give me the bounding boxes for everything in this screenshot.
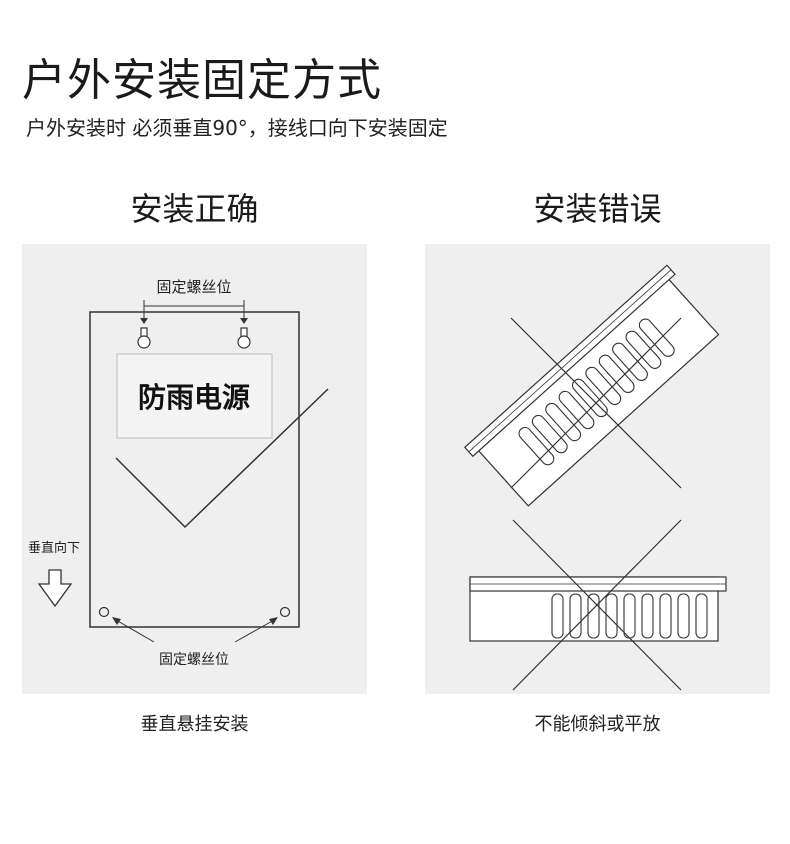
vertical-down-label: 垂直向下 (28, 540, 80, 556)
correct-heading: 安装正确 (130, 190, 259, 228)
top-arrowhead-left (140, 318, 148, 324)
bottom-pointer-left (115, 619, 155, 643)
page-subtitle: 户外安装时 必须垂直90°，接线口向下安装固定 (26, 116, 448, 140)
wrong-heading: 安装错误 (533, 190, 662, 228)
correct-installation-panel: 固定螺丝位 防雨电源 垂直向下 固 (22, 244, 367, 694)
tilted-vent-slots (518, 318, 675, 466)
correct-installation-diagram: 固定螺丝位 防雨电源 垂直向下 固 (28, 278, 329, 668)
bottom-pointer-right (234, 619, 275, 643)
wrong-installation-panel (425, 244, 770, 694)
bottom-screw-label: 固定螺丝位 (159, 652, 229, 668)
product-label-plate (116, 353, 273, 439)
correct-caption: 垂直悬挂安装 (140, 714, 249, 735)
top-screw-label: 固定螺丝位 (156, 278, 231, 296)
tilted-power-supply (463, 264, 720, 507)
bottom-arrowhead-right (269, 617, 278, 625)
bottom-arrowhead-left (112, 617, 121, 625)
top-arrowhead-right (240, 318, 248, 324)
wrong-caption: 不能倾斜或平放 (534, 714, 661, 735)
cross-tilted-line-2 (510, 317, 682, 489)
keyhole-slot-right (237, 327, 251, 349)
screw-hole-right (279, 606, 291, 618)
power-supply-housing (89, 311, 300, 628)
down-arrow-icon (37, 569, 73, 608)
product-label: 防雨电源 (138, 381, 250, 414)
flat-vent-slots (551, 593, 708, 639)
top-label-bracket (143, 300, 245, 307)
cross-flat-line-2 (512, 519, 682, 691)
check-mark (115, 388, 329, 529)
wrong-installation-diagram (463, 264, 727, 691)
screw-hole-left (98, 606, 110, 618)
flat-power-supply (469, 576, 727, 642)
page-title: 户外安装固定方式 (22, 55, 382, 106)
keyhole-slot-left (137, 327, 151, 349)
